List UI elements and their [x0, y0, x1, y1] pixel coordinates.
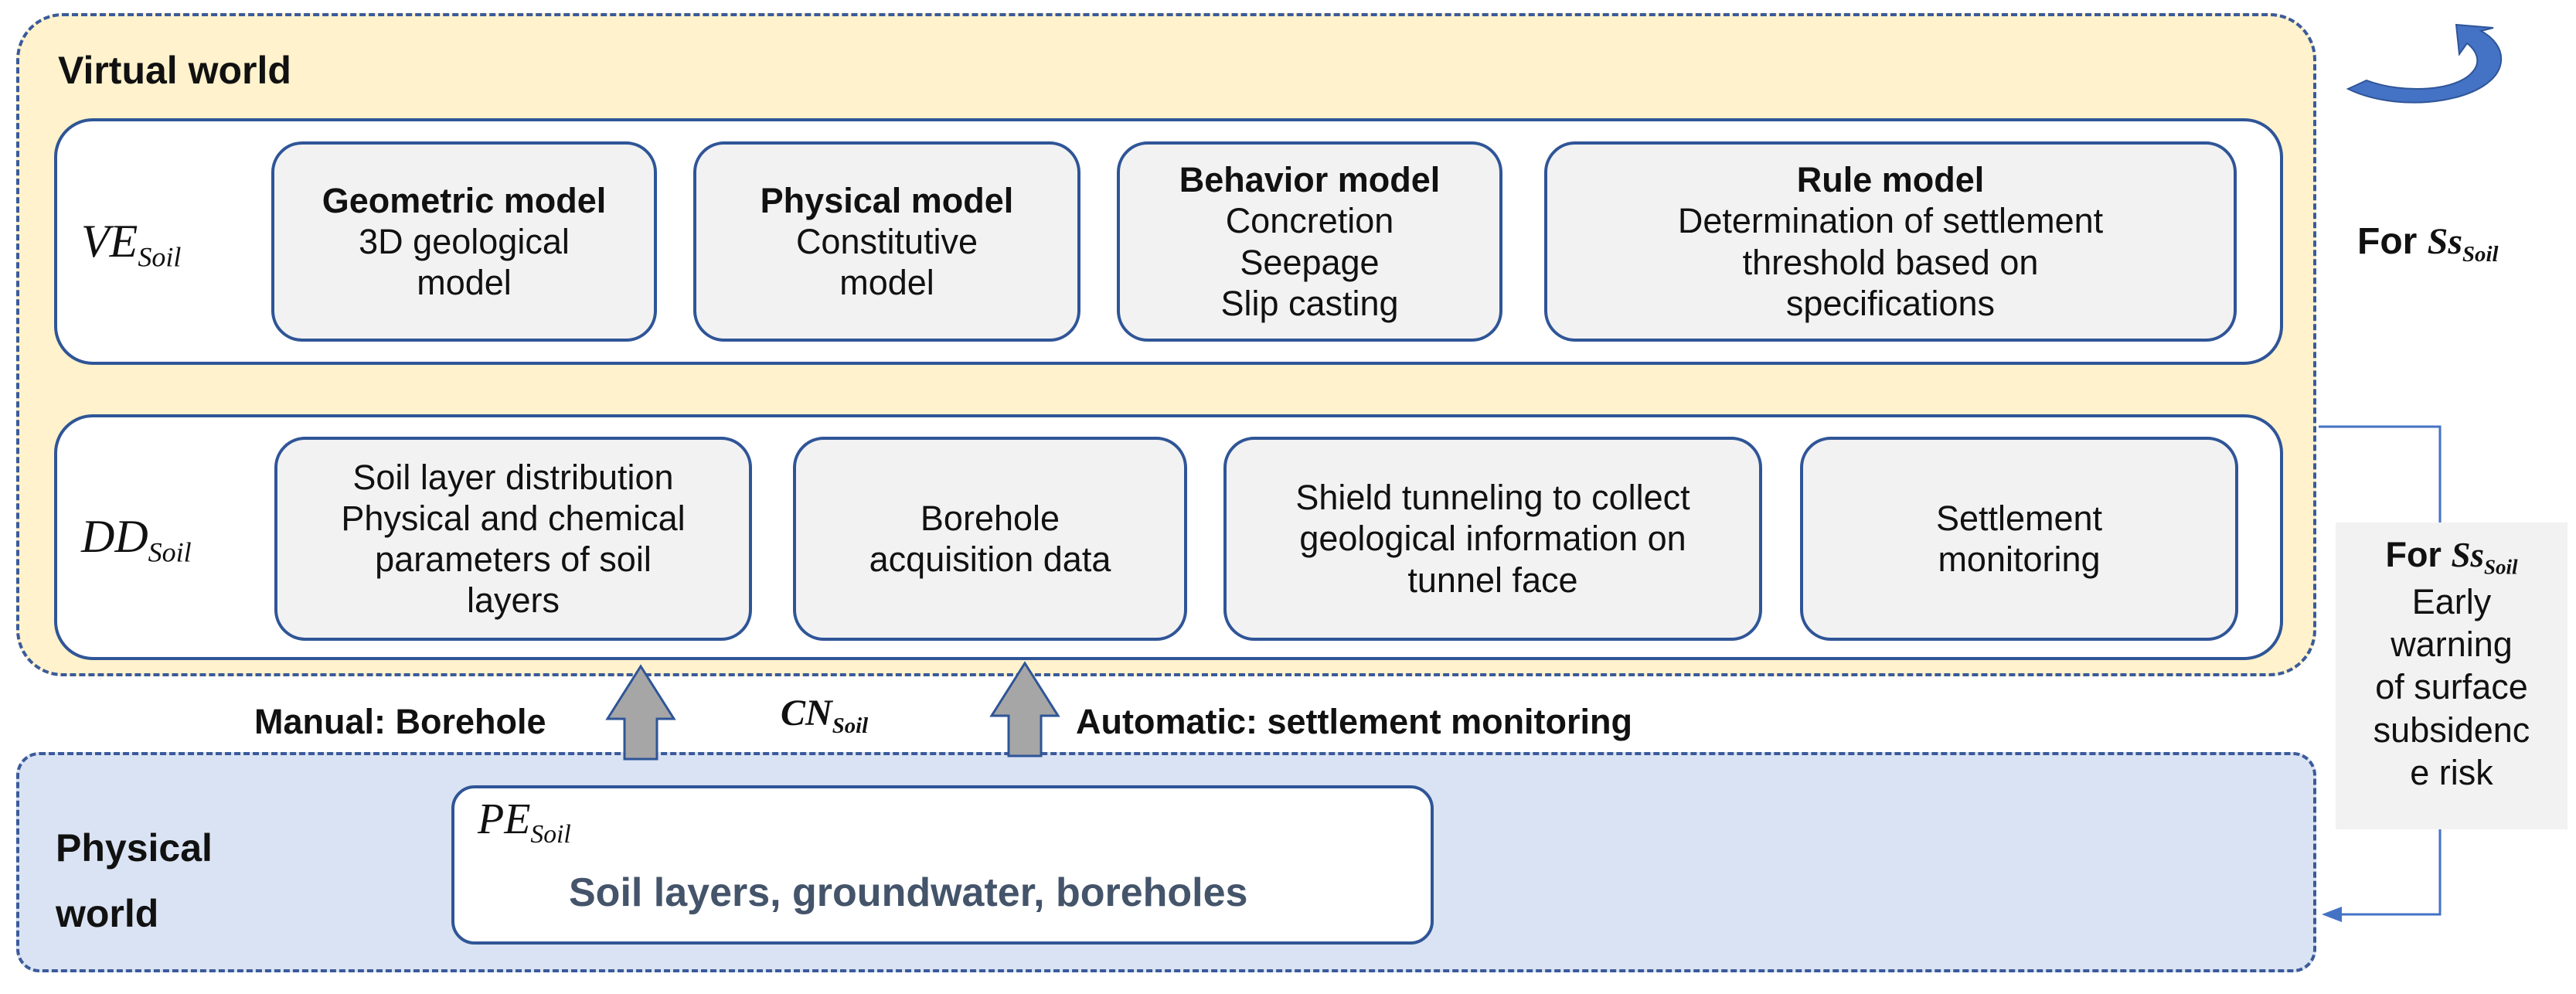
manual-up-arrow: [605, 664, 676, 761]
settlement-monitoring-box: Settlement monitoring: [1800, 437, 2238, 641]
physical-world-label: Physical world: [56, 826, 213, 935]
dd-soil-label: DDSoil: [81, 511, 192, 568]
pe-soil-box: PESoil Soil layers, groundwater, borehol…: [451, 785, 1434, 945]
early-warning-box: For SsSoil Early warning of surface subs…: [2336, 523, 2567, 829]
loop-for-ss-soil-label: For SsSoil: [2357, 221, 2499, 267]
feedback-connector-line: [2319, 425, 2442, 922]
arrowhead-icon: [2322, 907, 2342, 922]
manual-borehole-label: Manual: Borehole: [254, 702, 546, 741]
behavior-model-box: Behavior model Concretion Seepage Slip c…: [1117, 141, 1502, 342]
curved-loop-arrow-icon: [2346, 23, 2503, 104]
shield-tunneling-data-box: Shield tunneling to collect geological i…: [1223, 437, 1762, 641]
ve-soil-label: VESoil: [81, 216, 182, 273]
cn-soil-label: CNSoil: [781, 693, 869, 739]
borehole-data-box: Borehole acquisition data: [793, 437, 1187, 641]
soil-layer-data-box: Soil layer distribution Physical and che…: [274, 437, 752, 641]
pe-soil-description: Soil layers, groundwater, boreholes: [569, 870, 1248, 915]
physical-model-box: Physical model Constitutive model: [693, 141, 1080, 342]
automatic-up-arrow: [989, 661, 1060, 757]
automatic-monitoring-label: Automatic: settlement monitoring: [1076, 702, 1633, 741]
rule-model-box: Rule model Determination of settlement t…: [1544, 141, 2237, 342]
geometric-model-box: Geometric model 3D geological model: [271, 141, 657, 342]
pe-soil-label: PESoil: [478, 795, 571, 849]
virtual-world-label: Virtual world: [58, 49, 291, 92]
